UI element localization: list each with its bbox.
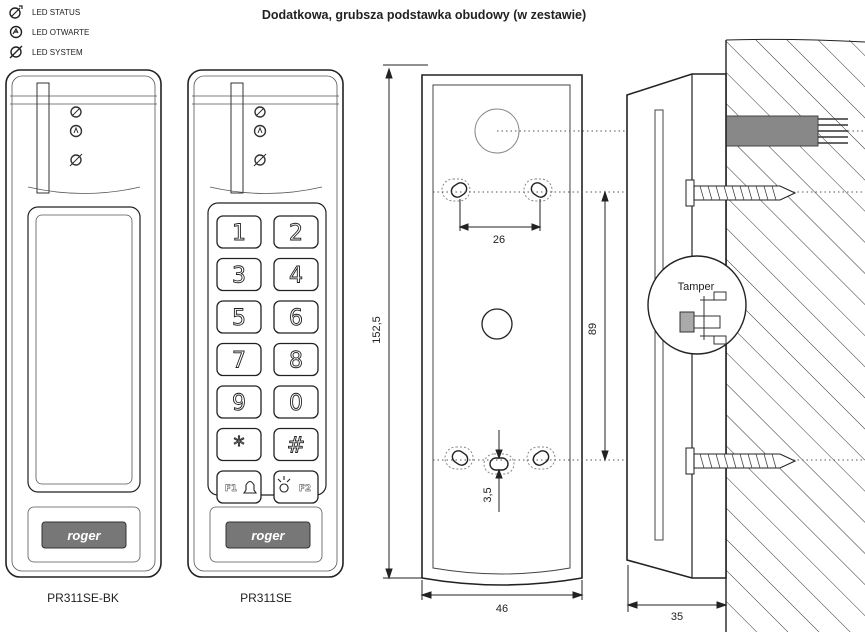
device-pr311se: 1 2 3 4 5 6 7 8 9 0 * # F1 F2 roger PR311SE bbox=[187, 69, 344, 605]
key-label: * bbox=[234, 434, 245, 459]
key-hash[interactable]: # bbox=[273, 427, 319, 462]
model-label: PR311SE bbox=[240, 591, 292, 605]
mounting-hole bbox=[444, 446, 474, 470]
key-f2[interactable]: F2 bbox=[273, 470, 319, 504]
key-label: 4 bbox=[289, 264, 303, 289]
led-open-icon bbox=[69, 124, 83, 138]
led-status-icon bbox=[70, 106, 82, 118]
mounting-hole bbox=[441, 178, 471, 202]
key-label: 7 bbox=[232, 349, 246, 374]
legend-label: LED STATUS bbox=[32, 7, 81, 17]
key-4[interactable]: 4 bbox=[273, 257, 319, 292]
key-0[interactable]: 0 bbox=[273, 385, 319, 419]
key-6[interactable]: 6 bbox=[273, 300, 319, 334]
led-status-icon bbox=[9, 5, 23, 19]
led-open-icon bbox=[9, 25, 23, 39]
bell-icon bbox=[242, 480, 258, 494]
key-label: 3 bbox=[232, 264, 246, 289]
key-f1[interactable]: F1 bbox=[216, 470, 262, 504]
led-status-icon bbox=[254, 106, 266, 118]
wall-section bbox=[725, 38, 865, 632]
key-9[interactable]: 9 bbox=[216, 385, 262, 419]
led-system-icon bbox=[9, 45, 23, 59]
legend-label: LED OTWARTE bbox=[32, 27, 90, 37]
screw bbox=[685, 447, 797, 475]
page-title: Dodatkowa, grubsza podstawka obudowy (w … bbox=[262, 8, 586, 22]
device-pr311se-bk: roger PR311SE-BK bbox=[5, 69, 162, 605]
led-open-icon bbox=[253, 124, 267, 138]
tamper-callout: Tamper bbox=[647, 255, 747, 355]
key-label: F2 bbox=[299, 484, 311, 494]
screw bbox=[685, 179, 797, 207]
roger-logo: roger bbox=[67, 528, 101, 543]
key-label: 2 bbox=[289, 221, 303, 246]
legend-led-system: LED SYSTEM bbox=[8, 45, 83, 59]
led-system-icon bbox=[253, 153, 267, 167]
key-5[interactable]: 5 bbox=[216, 300, 262, 334]
keypad: 1 2 3 4 5 6 7 8 9 0 * # F1 F2 bbox=[216, 215, 319, 504]
key-8[interactable]: 8 bbox=[273, 342, 319, 377]
legend-led-status: LED STATUS bbox=[8, 5, 80, 19]
dimension-lines bbox=[383, 64, 728, 612]
key-3[interactable]: 3 bbox=[216, 257, 262, 292]
key-label: # bbox=[287, 434, 305, 459]
dimension-depth: 35 bbox=[671, 611, 683, 623]
dimension-width: 46 bbox=[496, 603, 508, 615]
key-label: 1 bbox=[232, 221, 246, 246]
key-label: 8 bbox=[289, 349, 303, 374]
dimension-height: 152,5 bbox=[371, 316, 383, 344]
key-label: 9 bbox=[232, 391, 246, 416]
mounting-hole bbox=[526, 446, 556, 470]
dimension-hole-spacing-h: 26 bbox=[493, 234, 505, 246]
key-1[interactable]: 1 bbox=[216, 215, 262, 249]
mounting-hole bbox=[523, 178, 553, 202]
dimension-hole-offset: 3,5 bbox=[482, 487, 494, 502]
roger-logo: roger bbox=[251, 528, 285, 543]
key-label: 0 bbox=[289, 391, 303, 416]
model-label: PR311SE-BK bbox=[47, 591, 119, 605]
legend-led-open: LED OTWARTE bbox=[8, 25, 89, 39]
key-2[interactable]: 2 bbox=[273, 215, 319, 249]
light-icon bbox=[277, 476, 291, 493]
key-7[interactable]: 7 bbox=[216, 342, 262, 377]
key-label: 6 bbox=[289, 306, 303, 331]
base-plate bbox=[421, 74, 583, 586]
tamper-label: Tamper bbox=[678, 281, 715, 293]
key-star[interactable]: * bbox=[216, 427, 262, 462]
key-label: F1 bbox=[225, 484, 237, 494]
led-system-icon bbox=[69, 153, 83, 167]
key-label: 5 bbox=[232, 306, 246, 331]
dimension-hole-spacing-v: 89 bbox=[587, 323, 599, 335]
legend-label: LED SYSTEM bbox=[32, 47, 83, 57]
